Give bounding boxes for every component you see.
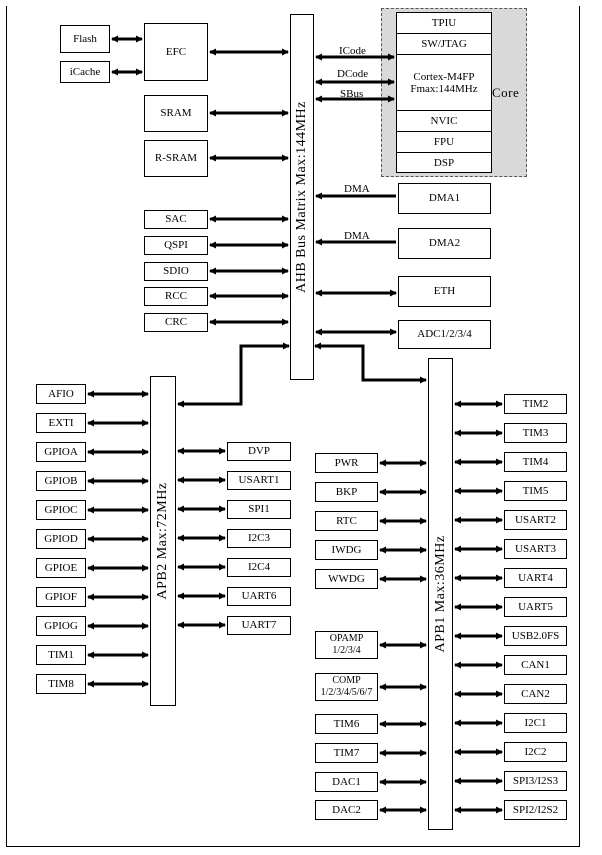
gpiob-block: GPIOB <box>36 471 86 491</box>
adc-block: ADC1/2/3/4 <box>398 320 491 349</box>
sram-block: SRAM <box>144 95 208 132</box>
spi1-block: SPI1 <box>227 500 291 519</box>
tim4-block: TIM4 <box>504 452 567 472</box>
gpiod-block: GPIOD <box>36 529 86 549</box>
icache-block: iCache <box>60 61 110 83</box>
dvp-block: DVP <box>227 442 291 461</box>
core-fpu: FPU <box>397 132 491 153</box>
uart5-block: UART5 <box>504 597 567 617</box>
apb1-bus: APB1 Max:36MHz <box>428 358 453 830</box>
r-sram-block: R-SRAM <box>144 140 208 177</box>
can2-block: CAN2 <box>504 684 567 704</box>
can1-block: CAN1 <box>504 655 567 675</box>
core-nvic: NVIC <box>397 111 491 132</box>
usart1-block: USART1 <box>227 471 291 490</box>
gpioc-block: GPIOC <box>36 500 86 520</box>
core-label: Core <box>492 85 520 100</box>
flash-block: Flash <box>60 25 110 53</box>
ahb-bus-matrix: AHB Bus Matrix Max:144MHz <box>290 14 314 380</box>
eth-block: ETH <box>398 276 491 307</box>
tim2-block: TIM2 <box>504 394 567 414</box>
sbus-label: SBus <box>340 88 364 100</box>
core-swjtag: SW/JTAG <box>397 34 491 55</box>
tim1-block: TIM1 <box>36 645 86 665</box>
tim3-block: TIM3 <box>504 423 567 443</box>
spi3-i2s3-block: SPI3/I2S3 <box>504 771 567 791</box>
tim5-block: TIM5 <box>504 481 567 501</box>
crc-block: CRC <box>144 313 208 332</box>
afio-block: AFIO <box>36 384 86 404</box>
iwdg-block: IWDG <box>315 540 378 560</box>
i2c1-block: I2C1 <box>504 713 567 733</box>
i2c3-block: I2C3 <box>227 529 291 548</box>
uart4-block: UART4 <box>504 568 567 588</box>
sac-block: SAC <box>144 210 208 229</box>
usart2-block: USART2 <box>504 510 567 530</box>
wwdg-block: WWDG <box>315 569 378 589</box>
i2c4-block: I2C4 <box>227 558 291 577</box>
tim7-block: TIM7 <box>315 743 378 763</box>
icode-label: ICode <box>339 45 366 57</box>
core-tpiu: TPIU <box>397 13 491 34</box>
core-dsp: DSP <box>433 156 455 169</box>
core-cpu: Cortex-M4FP Fmax:144MHz <box>397 55 491 111</box>
dcode-label: DCode <box>337 68 369 80</box>
opamp-block: OPAMP 1/2/3/4 <box>315 631 378 659</box>
dma1-block: DMA1 <box>398 183 491 214</box>
uart6-block: UART6 <box>227 587 291 606</box>
bkp-block: BKP <box>315 482 378 502</box>
gpiof-block: GPIOF <box>36 587 86 607</box>
diagram-frame <box>6 6 580 847</box>
comp-block: COMP 1/2/3/4/5/6/7 <box>315 673 378 701</box>
ahb-apb2-bridge <box>177 342 290 408</box>
i2c2-block: I2C2 <box>504 742 567 762</box>
apb2-bus: APB2 Max:72MHz <box>150 376 176 706</box>
tim8-block: TIM8 <box>36 674 86 694</box>
dac1-block: DAC1 <box>315 772 378 792</box>
ahb-apb1-bridge <box>314 342 427 384</box>
qspi-block: QSPI <box>144 236 208 255</box>
dma-label-2: DMA <box>344 230 370 242</box>
usb2-0fs-block: USB2.0FS <box>504 626 567 646</box>
gpioe-block: GPIOE <box>36 558 86 578</box>
dma2-block: DMA2 <box>398 228 491 259</box>
spi2-i2s2-block: SPI2/I2S2 <box>504 800 567 820</box>
tim6-block: TIM6 <box>315 714 378 734</box>
usart3-block: USART3 <box>504 539 567 559</box>
sdio-block: SDIO <box>144 262 208 281</box>
gpiog-block: GPIOG <box>36 616 86 636</box>
rtc-block: RTC <box>315 511 378 531</box>
dac2-block: DAC2 <box>315 800 378 820</box>
core-stack: TPIU SW/JTAG Cortex-M4FP Fmax:144MHz NVI… <box>396 12 492 173</box>
rcc-block: RCC <box>144 287 208 306</box>
exti-block: EXTI <box>36 413 86 433</box>
uart7-block: UART7 <box>227 616 291 635</box>
efc-block: EFC <box>144 23 208 81</box>
pwr-block: PWR <box>315 453 378 473</box>
dma-label-1: DMA <box>344 183 370 195</box>
gpioa-block: GPIOA <box>36 442 86 462</box>
